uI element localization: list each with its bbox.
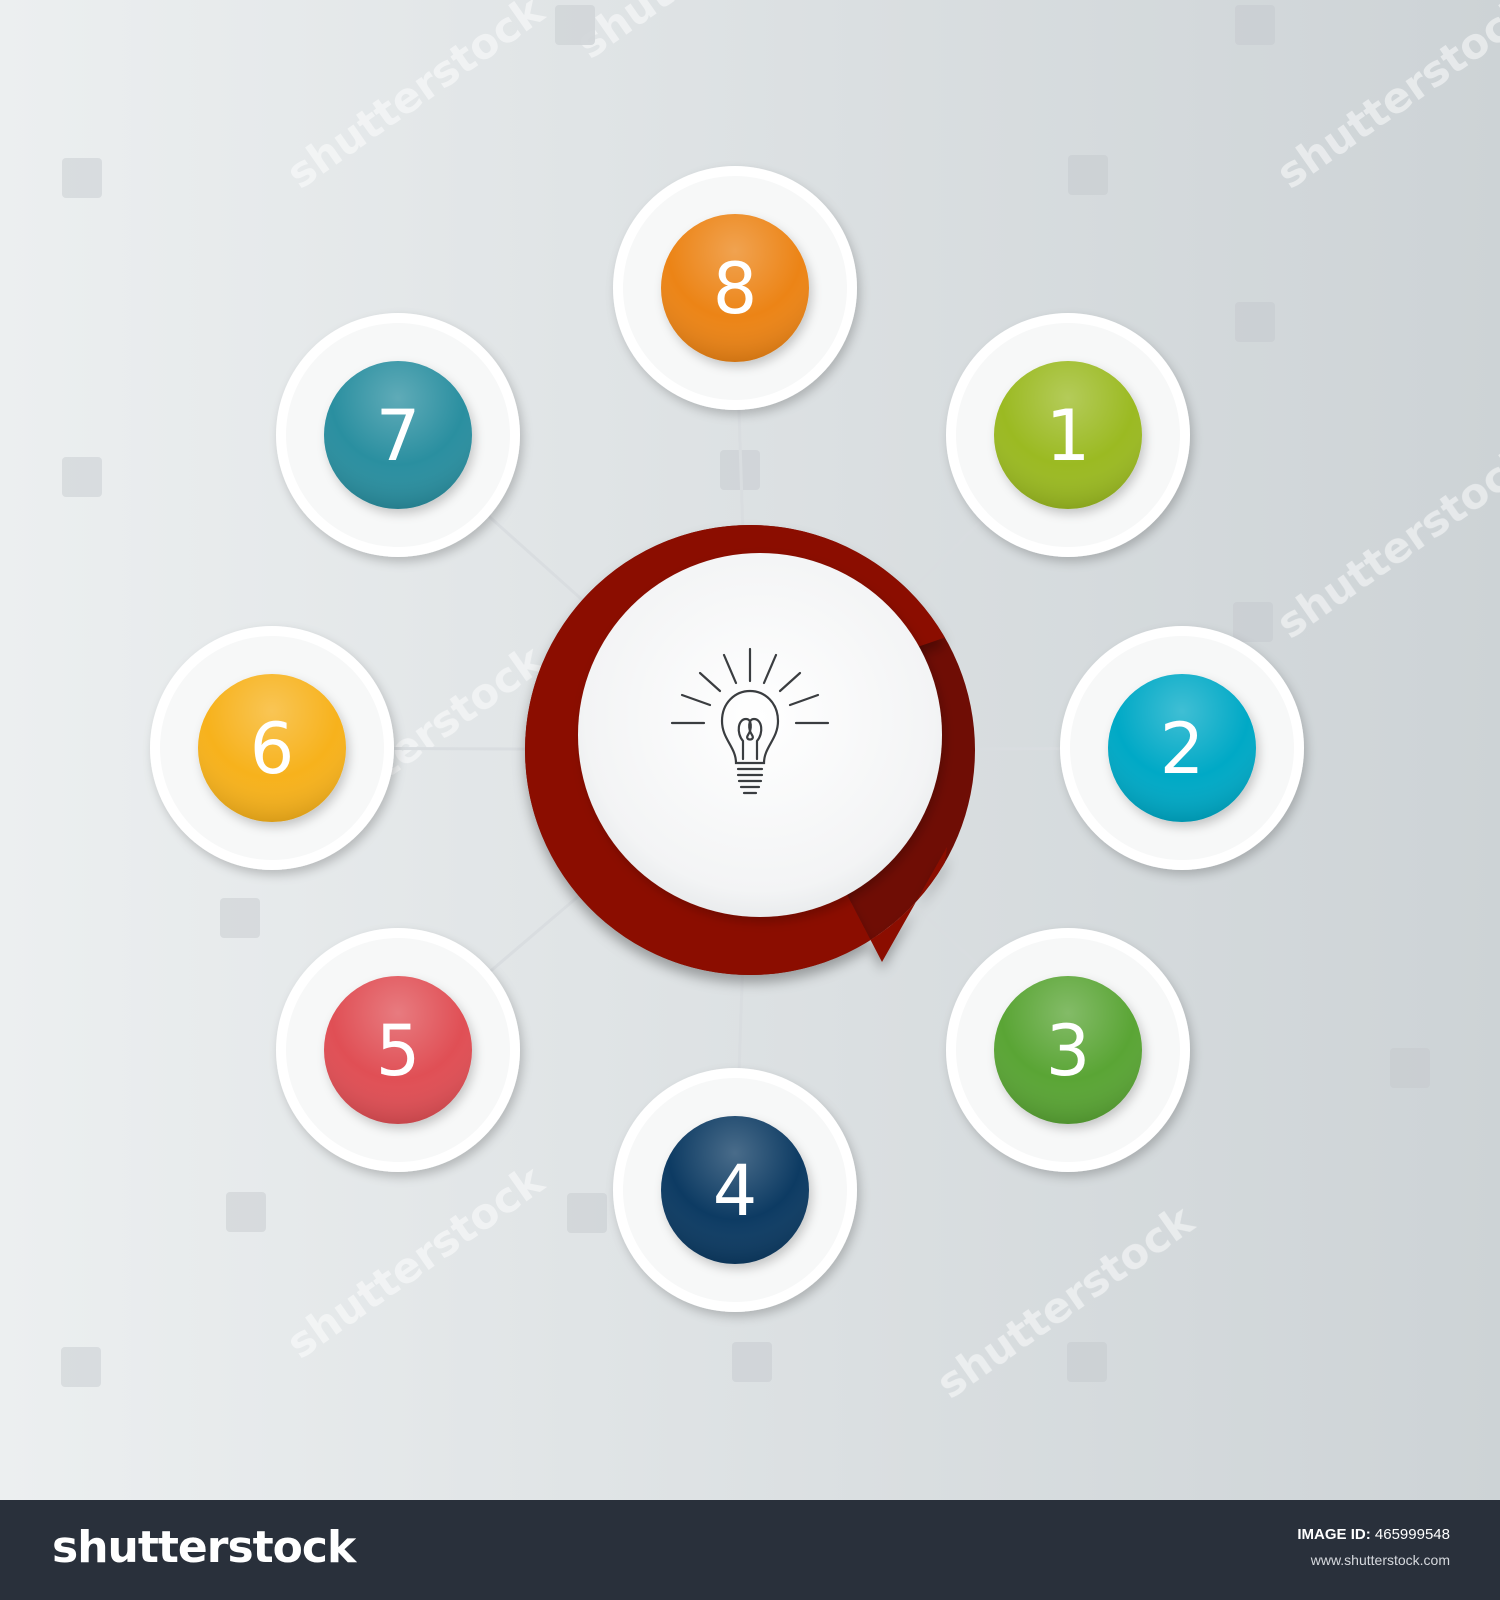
step-node-2[interactable]: 2 bbox=[1060, 626, 1304, 870]
step-number: 7 bbox=[376, 395, 421, 477]
image-id-value: 465999548 bbox=[1374, 1526, 1450, 1543]
step-badge-shine bbox=[994, 976, 1142, 1124]
watermark-tile bbox=[1235, 302, 1275, 342]
watermark-tile bbox=[567, 1193, 607, 1233]
step-node-3[interactable]: 3 bbox=[946, 928, 1190, 1172]
footer-bar: shutterstock IMAGE ID: 465999548 www.shu… bbox=[0, 1500, 1500, 1600]
watermark-tile bbox=[555, 5, 595, 45]
watermark-tile bbox=[226, 1192, 266, 1232]
step-number: 5 bbox=[376, 1010, 421, 1092]
step-node-6[interactable]: 6 bbox=[150, 626, 394, 870]
step-node-7[interactable]: 7 bbox=[276, 313, 520, 557]
step-number: 3 bbox=[1046, 1010, 1091, 1092]
footer-site-link[interactable]: www.shutterstock.com bbox=[1310, 1552, 1450, 1568]
central-hub bbox=[525, 525, 975, 976]
watermark-tile bbox=[1233, 602, 1273, 642]
step-badge-shine bbox=[661, 1116, 809, 1264]
step-node-1[interactable]: 1 bbox=[946, 313, 1190, 557]
step-node-8[interactable]: 8 bbox=[613, 166, 857, 410]
watermark-tile bbox=[62, 457, 102, 497]
step-node-4[interactable]: 4 bbox=[613, 1068, 857, 1312]
step-badge-shine bbox=[198, 674, 346, 822]
image-id-line: IMAGE ID: 465999548 bbox=[1297, 1526, 1450, 1543]
watermark-tile bbox=[1390, 1048, 1430, 1088]
watermark-tile bbox=[62, 158, 102, 198]
watermark-tile bbox=[220, 898, 260, 938]
watermark-tile bbox=[1068, 155, 1108, 195]
step-badge-shine bbox=[661, 214, 809, 362]
step-number: 1 bbox=[1046, 395, 1091, 477]
lightbulb-icon bbox=[670, 647, 830, 795]
watermark-tile bbox=[61, 1347, 101, 1387]
step-number: 6 bbox=[250, 708, 295, 790]
step-badge-shine bbox=[994, 361, 1142, 509]
step-node-5[interactable]: 5 bbox=[276, 928, 520, 1172]
step-badge-shine bbox=[1108, 674, 1256, 822]
watermark-tile bbox=[1067, 1342, 1107, 1382]
step-badge-shine bbox=[324, 976, 472, 1124]
watermark-tile bbox=[1235, 5, 1275, 45]
step-number: 8 bbox=[713, 248, 758, 330]
step-nodes: 1 2 3 4 5 6 7 8 bbox=[150, 166, 1304, 1312]
watermark-tile bbox=[732, 1342, 772, 1382]
step-number: 2 bbox=[1160, 708, 1205, 790]
footer-logo[interactable]: shutterstock bbox=[52, 1522, 356, 1573]
image-id-label: IMAGE ID: bbox=[1297, 1526, 1371, 1543]
step-number: 4 bbox=[713, 1150, 758, 1232]
step-badge-shine bbox=[324, 361, 472, 509]
